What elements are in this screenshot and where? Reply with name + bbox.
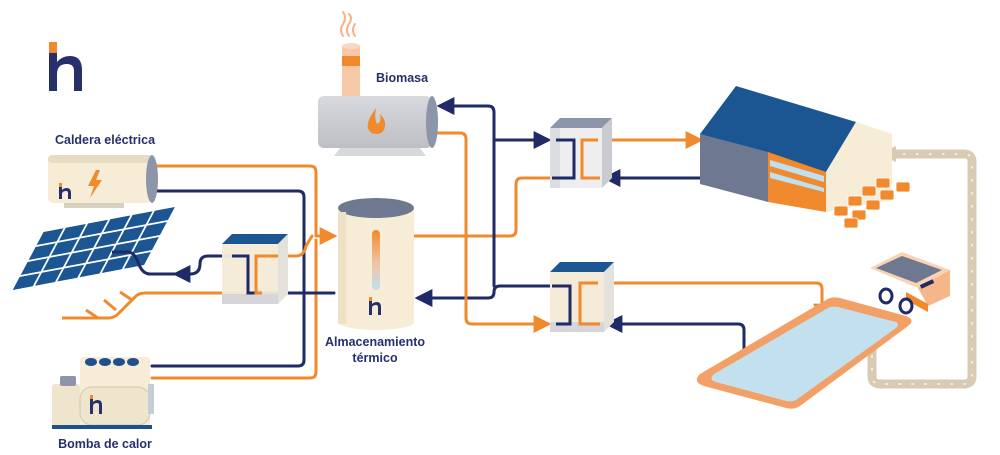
solar-cell: [131, 236, 159, 254]
solar-cell: [28, 243, 56, 261]
solar-thermal-panels[interactable]: [12, 206, 176, 320]
solar-cell: [101, 256, 129, 274]
logo-mark-icon: [90, 395, 102, 414]
solar-cell: [42, 253, 70, 271]
thermal-storage-tank[interactable]: [338, 198, 414, 330]
leaching-pond[interactable]: [696, 297, 912, 409]
flame-icon: [367, 108, 386, 134]
electric-boiler[interactable]: [48, 155, 158, 208]
solar-cell: [58, 223, 86, 241]
heat-exchanger-icon: [232, 254, 278, 295]
logo-mark-icon: [59, 183, 71, 199]
heat-exchanger-warehouse[interactable]: [550, 118, 612, 188]
label-thermal-storage-line2: térmico: [352, 351, 398, 365]
solar-cell: [50, 238, 78, 256]
heat-exchanger-icon: [552, 138, 600, 180]
thermometer-icon: [372, 230, 380, 290]
dump-truck-icon: [870, 252, 950, 315]
solar-cell: [36, 228, 64, 246]
mining-truck[interactable]: [870, 252, 950, 315]
heat-exchanger-pool[interactable]: [550, 262, 614, 332]
solar-cell: [87, 245, 115, 263]
pipe-biomass-hot: [430, 131, 552, 333]
solar-cell: [81, 219, 109, 237]
heat-pump[interactable]: [52, 357, 154, 429]
fan-icon: [85, 358, 139, 366]
solar-cell: [73, 234, 101, 252]
pipe-hxsolar-hot: [276, 234, 314, 258]
solar-panel-icon: [12, 206, 175, 291]
pipe-pool-hot: [596, 281, 831, 322]
label-electric-boiler: Caldera eléctrica: [54, 133, 156, 147]
industrial-warehouse[interactable]: [700, 86, 911, 229]
solar-cell: [103, 215, 131, 233]
heat-exchanger-solar[interactable]: [222, 234, 288, 304]
logo-mark-icon: [369, 297, 381, 315]
pipe-heatpump-hot: [150, 238, 318, 380]
pipe-solar-cold: [172, 254, 234, 283]
solar-cell: [139, 221, 167, 239]
label-heat-pump: Bomba de calor: [58, 437, 152, 451]
lightning-icon: [88, 170, 102, 198]
solar-cell: [117, 226, 145, 244]
label-thermal-storage-line1: Almacenamiento: [324, 335, 426, 349]
pipe-tank-hot-out: [410, 176, 554, 238]
solar-cell: [57, 264, 85, 282]
pipe-tank-cold-in: [414, 284, 552, 307]
pipe-network: [146, 97, 831, 380]
solar-cell: [125, 211, 153, 229]
pipe-pool-cold: [604, 315, 746, 366]
solar-cell: [147, 206, 175, 224]
label-biomass: Biomasa: [375, 71, 429, 85]
heat-exchanger-icon: [552, 281, 600, 326]
hay-bales-icon: [833, 177, 911, 229]
pipe-boiler-cold: [150, 189, 306, 368]
pipe-boiler-hot: [150, 164, 338, 245]
solar-cell: [79, 260, 107, 278]
smoke-icon: [340, 11, 356, 37]
solar-cell: [95, 230, 123, 248]
brand-logo: [49, 42, 82, 91]
solar-cell: [12, 273, 40, 291]
solar-cell: [65, 249, 93, 267]
biomass-boiler[interactable]: [318, 11, 438, 156]
pipe-biomass-cold: [436, 97, 496, 288]
solar-cell: [20, 258, 48, 276]
solar-cell: [34, 268, 62, 286]
